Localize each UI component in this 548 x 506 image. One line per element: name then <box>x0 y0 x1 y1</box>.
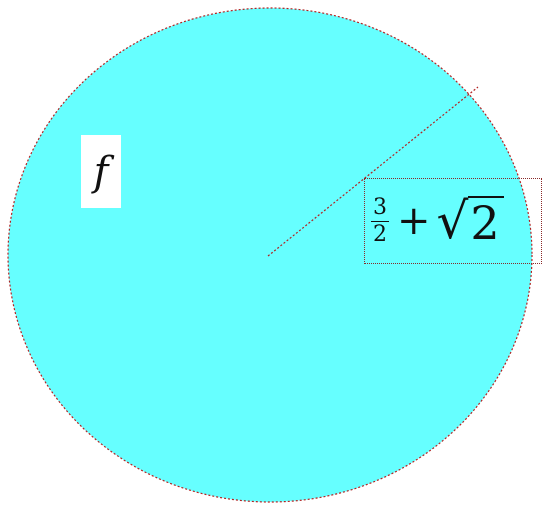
circle-label-text: f <box>93 148 109 195</box>
circle-shape <box>7 7 533 503</box>
radicand: 2 <box>468 196 504 246</box>
circle-label: f <box>81 135 121 208</box>
fraction-numerator: 3 <box>371 194 389 222</box>
plus-operator: + <box>397 198 431 244</box>
radius-line <box>267 86 479 257</box>
square-root: √ 2 <box>437 196 504 246</box>
radical-symbol: √ <box>436 192 469 250</box>
fraction: 3 2 <box>371 194 389 247</box>
fraction-denominator: 2 <box>373 221 387 247</box>
radius-label-box: 3 2 + √ 2 <box>364 178 542 264</box>
